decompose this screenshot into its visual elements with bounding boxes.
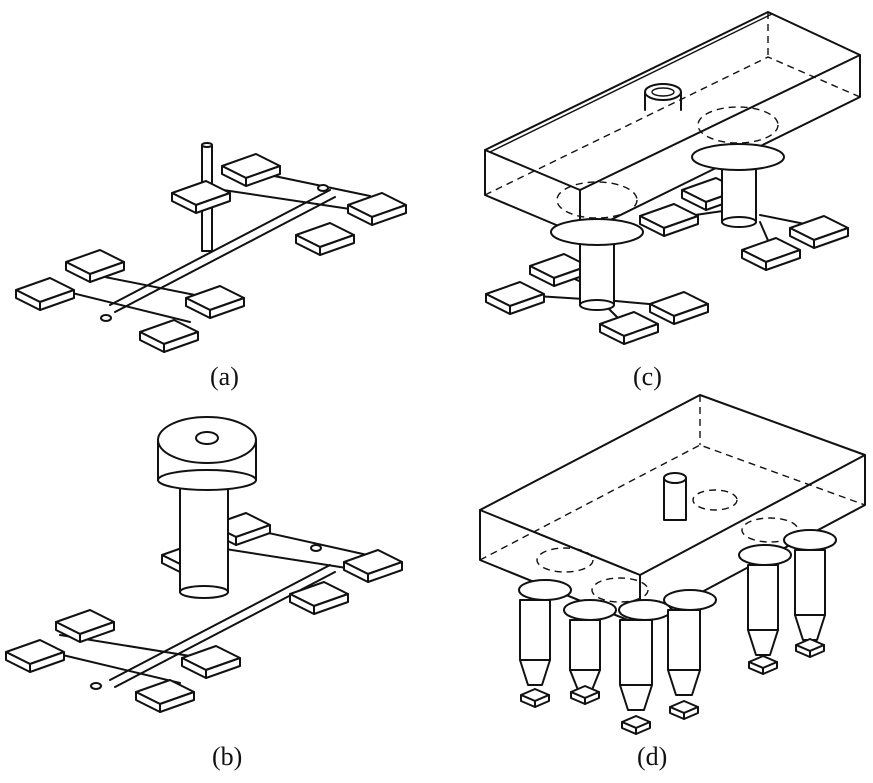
panel-c-drawing: [484, 11, 861, 345]
panel-d-caption: (d): [637, 742, 668, 771]
panel-a-drawing: [15, 142, 407, 353]
panel-a-caption: (a): [210, 362, 239, 391]
panel-c-caption: (c): [633, 362, 662, 391]
panel-b-caption: (b): [212, 742, 243, 771]
panel-d-drawing: [479, 394, 866, 735]
panel-b-drawing: [5, 416, 403, 713]
